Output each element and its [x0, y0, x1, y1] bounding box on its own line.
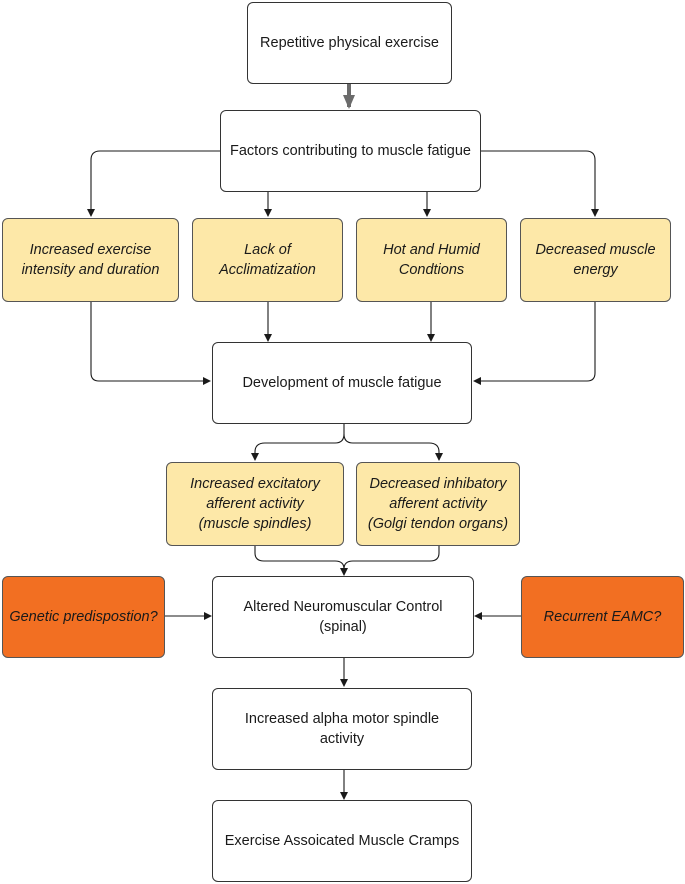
node-decreased-inhibitory-afferent: Decreased inhibatory afferent activity (…	[356, 462, 520, 546]
node-altered-neuromuscular-control: Altered Neuromuscular Control (spinal)	[212, 576, 474, 658]
arrow-factors-to-intensity	[87, 150, 221, 217]
node-decreased-muscle-energy: Decreased muscle energy	[520, 218, 671, 302]
node-exercise-associated-muscle-cramps: Exercise Assoicated Muscle Cramps	[212, 800, 472, 882]
arrow-factors-to-energy	[479, 150, 599, 217]
arrow-intensity-to-fatigue	[90, 301, 211, 385]
arrow-inhibitory-merge	[343, 546, 440, 570]
arrow-fatigue-to-excitatory	[251, 424, 345, 461]
node-hot-humid-conditions: Hot and Humid Condtions	[356, 218, 507, 302]
node-genetic-predisposition: Genetic predispostion?	[2, 576, 165, 658]
node-development-muscle-fatigue: Development of muscle fatigue	[212, 342, 472, 424]
node-repetitive-exercise: Repetitive physical exercise	[247, 2, 452, 84]
arrow-afferent-to-neuromuscular	[254, 546, 348, 576]
node-recurrent-eamc: Recurrent EAMC?	[521, 576, 684, 658]
node-increased-excitatory-afferent: Increased excitatory afferent activity (…	[166, 462, 344, 546]
node-factors-muscle-fatigue: Factors contributing to muscle fatigue	[220, 110, 481, 192]
node-lack-of-acclimatization: Lack of Acclimatization	[192, 218, 343, 302]
node-exercise-intensity: Increased exercise intensity and duratio…	[2, 218, 179, 302]
arrow-fatigue-to-inhibitory	[343, 433, 443, 461]
node-increased-alpha-motor-activity: Increased alpha motor spindle activity	[212, 688, 472, 770]
arrow-energy-to-fatigue	[473, 301, 596, 385]
